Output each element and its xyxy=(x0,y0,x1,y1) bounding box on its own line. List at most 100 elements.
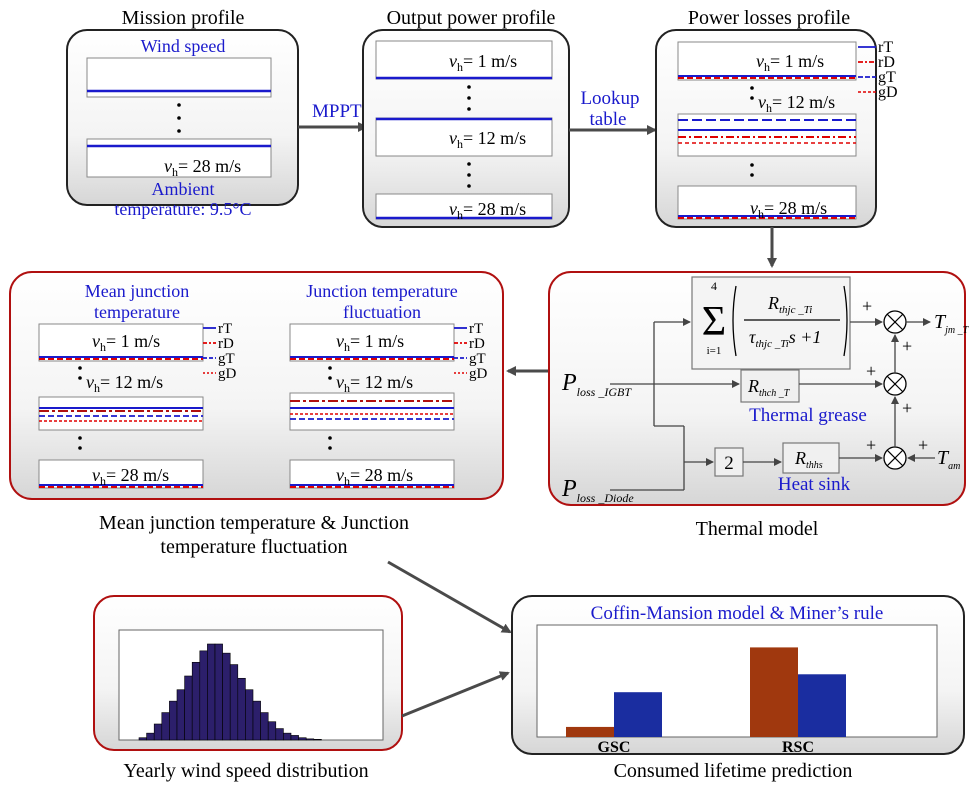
thermal-grease-label: Thermal grease xyxy=(749,405,867,426)
junction-to-lifetime-arrow xyxy=(387,560,512,634)
losses-plot-top xyxy=(677,41,857,81)
R-thhs-box xyxy=(782,442,840,474)
losses-legend-gT: gT xyxy=(878,69,896,86)
output-plot-bottom xyxy=(375,193,553,220)
group-label-gsc: GSC xyxy=(598,739,631,756)
junction-caption-line1: Mean junction temperature & Junction xyxy=(99,512,409,534)
fluct-legend-gD: gD xyxy=(469,366,488,382)
left-paren xyxy=(732,285,737,357)
wind-speed-label: Wind speed xyxy=(141,36,226,56)
histogram-bar xyxy=(298,737,307,741)
fluct-plot-bottom xyxy=(289,459,455,489)
P-loss-Diode: Ploss _Diode xyxy=(561,476,634,505)
ellipsis-dot xyxy=(467,85,471,89)
plus-sign: + xyxy=(902,398,912,418)
lifetime-bar-rsc-0 xyxy=(750,647,798,737)
losses-legend-rT: rT xyxy=(878,39,893,56)
output-plot-top xyxy=(375,40,553,80)
losses-legend-rD: rD xyxy=(878,54,895,71)
ambient-line1: Ambient xyxy=(152,179,215,199)
lifetime-bar-gsc-1 xyxy=(614,692,662,737)
histogram xyxy=(138,643,322,741)
plus-sign: + xyxy=(866,435,876,455)
histogram-bar xyxy=(214,643,223,741)
plus-sign: + xyxy=(866,361,876,381)
mission-speed-bottom: vh= 28 m/s xyxy=(164,156,241,179)
lifetime-title: Coffin-Mansion model & Miner’s rule xyxy=(591,603,884,624)
lifetime-bars xyxy=(566,647,846,737)
histogram-bar xyxy=(146,732,155,741)
losses-title: Power losses profile xyxy=(688,7,850,29)
output-speed-top: vh= 1 m/s xyxy=(449,51,517,74)
lifetime-bar-gsc-0 xyxy=(566,726,614,737)
thermal-sum-box xyxy=(691,276,851,370)
junction-caption-line2: temperature fluctuation xyxy=(160,536,347,558)
ellipsis-dot xyxy=(328,436,332,440)
histogram-bar xyxy=(138,737,147,741)
ellipsis-dot xyxy=(467,184,471,188)
fluct-speed-bottom: vh= 28 m/s xyxy=(336,465,413,488)
ellipsis-dot xyxy=(750,163,754,167)
fluct-plot-top xyxy=(289,323,455,362)
mean-speed-mid: vh= 12 m/s xyxy=(86,372,163,395)
ellipsis-dot xyxy=(177,103,181,107)
right-paren xyxy=(843,285,848,357)
output-speed-mid: vh= 12 m/s xyxy=(449,128,526,151)
mean-speed-top: vh= 1 m/s xyxy=(92,331,160,354)
mean-junction-line2: temperature xyxy=(94,302,180,322)
plus-sign: + xyxy=(918,435,928,455)
histogram-bar xyxy=(229,664,239,741)
fluct-plot-mid xyxy=(289,392,455,431)
group-label-rsc: RSC xyxy=(782,739,814,756)
histogram-bar xyxy=(290,735,299,741)
ellipsis-dot xyxy=(467,162,471,166)
sum-top: 4 xyxy=(711,279,717,293)
R-thch-box xyxy=(740,369,800,403)
ellipsis-dot xyxy=(467,96,471,100)
histogram-bar xyxy=(267,721,277,741)
lifetime-caption: Consumed lifetime prediction xyxy=(614,760,853,782)
fluct-legend-rD: rD xyxy=(469,336,485,352)
mean-legend-rD: rD xyxy=(218,336,234,352)
fluct-speed-mid: vh= 12 m/s xyxy=(336,372,413,395)
histogram-bar xyxy=(245,689,254,741)
losses-legend-gD: gD xyxy=(878,84,898,101)
ellipsis-dot xyxy=(78,436,82,440)
output-plot-mid xyxy=(375,117,553,157)
gain-value: 2 xyxy=(724,453,734,474)
histogram-bar xyxy=(313,739,322,741)
ellipsis-dot xyxy=(750,86,754,90)
ellipsis-dot xyxy=(750,96,754,100)
losses-legend: rT rD gT gD xyxy=(858,39,898,101)
losses-plot-bottom xyxy=(677,185,857,220)
T-jm: Tjm _T xyxy=(934,311,970,336)
plus-sign: + xyxy=(862,296,872,316)
mean-junction-line1: Mean junction xyxy=(85,281,189,301)
mean-legend-rT: rT xyxy=(218,321,232,337)
fluct-line1: Junction temperature xyxy=(306,281,457,301)
R-thch: Rthch _T xyxy=(747,376,791,399)
R-thhs: Rthhs xyxy=(794,448,823,471)
fluct-legend-rT: rT xyxy=(469,321,483,337)
fluct-legend-gT: gT xyxy=(469,351,486,367)
mean-legend-gD: gD xyxy=(218,366,237,382)
lookup-line2: table xyxy=(590,109,627,130)
lookup-line1: Lookup xyxy=(580,88,639,109)
ellipsis-dot xyxy=(177,129,181,133)
heat-sink-label: Heat sink xyxy=(778,474,851,495)
mean-legend: rT rD gT gD xyxy=(203,321,237,382)
fluct-line2: fluctuation xyxy=(343,302,421,322)
losses-speed-mid: vh= 12 m/s xyxy=(758,92,835,115)
thermal-wiring xyxy=(610,318,935,491)
losses-speed-top: vh= 1 m/s xyxy=(756,51,824,74)
P-loss-IGBT: Ploss _IGBT xyxy=(561,370,632,399)
mean-plot-mid xyxy=(38,396,204,431)
mission-title: Mission profile xyxy=(122,7,245,29)
ellipsis-dot xyxy=(467,173,471,177)
lifetime-chart-frame xyxy=(536,624,938,738)
output-speed-bottom: vh= 28 m/s xyxy=(449,199,526,222)
tau-expr: τthjc _Tis +1 xyxy=(749,327,821,350)
histogram-bar xyxy=(176,689,185,741)
yearly-caption: Yearly wind speed distribution xyxy=(123,760,368,782)
